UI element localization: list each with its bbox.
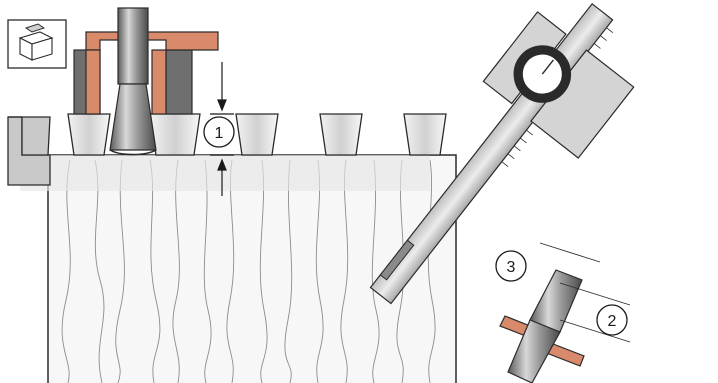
callout-3-label: 3 [507, 259, 516, 276]
callout-2: 2 [596, 304, 628, 336]
dovetail-pins [67, 113, 447, 156]
pin-3 [235, 113, 279, 156]
dimension-lines [539, 242, 631, 343]
callout-3: 3 [495, 250, 527, 282]
pin-1 [67, 113, 111, 156]
callout-1-label: 1 [215, 125, 224, 142]
dovetail-joint-icon [7, 19, 67, 69]
depth-arrows [210, 62, 234, 196]
cut-depth-band [20, 155, 430, 191]
pin-2 [149, 113, 201, 156]
dial-caliper-icon [369, 3, 635, 305]
callout-1: 1 [203, 116, 235, 148]
dovetail-router-bit-icon [109, 7, 157, 156]
callout-2-label: 2 [608, 313, 617, 330]
pin-5 [403, 113, 447, 156]
dovetail-template [7, 116, 51, 186]
wood-grain-lines [61, 159, 436, 383]
pin-4 [319, 113, 363, 156]
